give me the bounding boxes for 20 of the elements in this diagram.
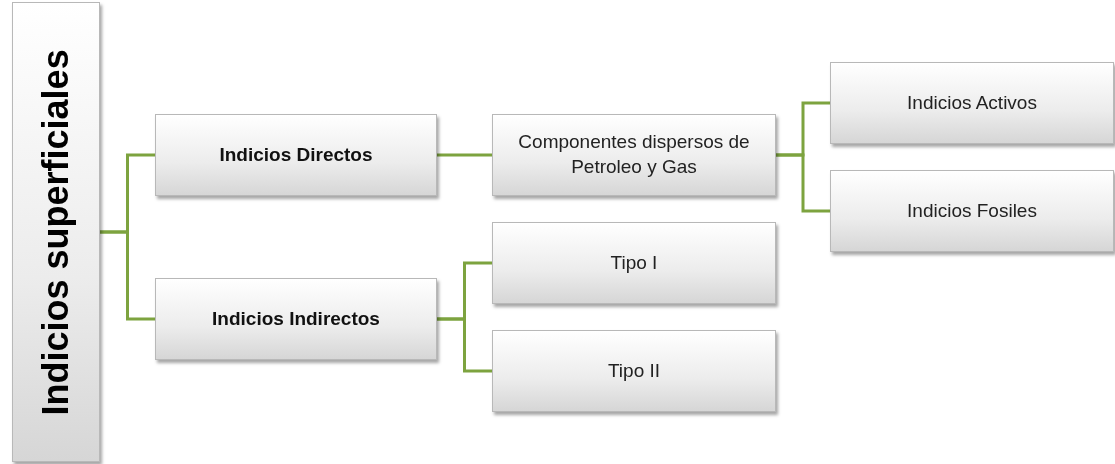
connector-line	[437, 153, 492, 157]
node-label: Indicios Directos	[218, 142, 374, 167]
category-box	[830, 62, 1114, 144]
node-label: Indicios Activos	[906, 90, 1038, 115]
connector-line	[100, 230, 155, 321]
category-box	[155, 278, 437, 360]
connector-line	[437, 317, 492, 373]
title-text: Indicios superficiales	[33, 48, 77, 416]
node-label: Tipo I	[609, 250, 659, 275]
category-box	[492, 222, 776, 304]
category-box	[830, 170, 1114, 252]
category-box	[492, 330, 776, 412]
node-label: Componentes dispersos de Petroleo y Gas	[517, 130, 751, 179]
connector-line	[776, 153, 830, 213]
node-label: Indicios Indirectos	[211, 306, 381, 331]
node-label: Tipo II	[606, 358, 662, 383]
category-box	[155, 114, 437, 196]
category-box	[492, 114, 776, 196]
node-label: Indicios Fosiles	[906, 198, 1038, 223]
category-box	[12, 2, 100, 462]
